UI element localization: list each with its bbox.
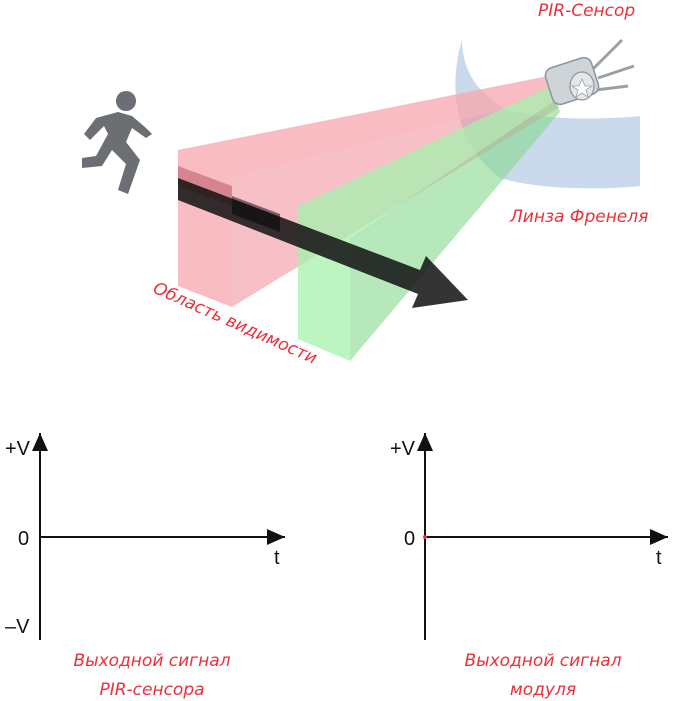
graph-module-output: +V 0 t Выходной сигнал модуля	[390, 433, 668, 700]
right-y-zero-label: 0	[404, 528, 415, 550]
left-x-label: t	[274, 547, 280, 569]
pir-sensor-icon	[544, 38, 635, 106]
green-detection-zone	[298, 86, 560, 361]
right-caption-line1: Выходной сигнал	[465, 651, 622, 671]
sensor-label: PIR-Сенсор	[538, 1, 635, 21]
right-y-top-label: +V	[390, 438, 416, 460]
left-y-zero-label: 0	[18, 528, 29, 550]
running-person-icon	[82, 91, 152, 194]
right-x-label: t	[656, 547, 662, 569]
left-y-top-label: +V	[5, 438, 31, 460]
right-caption-line2: модуля	[510, 680, 576, 700]
motion-arrow-icon	[178, 178, 468, 308]
lens-label: Линза Френеля	[509, 207, 648, 227]
graph-pir-output: +V 0 –V t Выходной сигнал PIR-сенсора	[5, 433, 285, 700]
left-caption-line1: Выходной сигнал	[74, 651, 231, 671]
left-caption-line2: PIR-сенсора	[99, 680, 204, 700]
left-y-bottom-label: –V	[5, 616, 30, 638]
